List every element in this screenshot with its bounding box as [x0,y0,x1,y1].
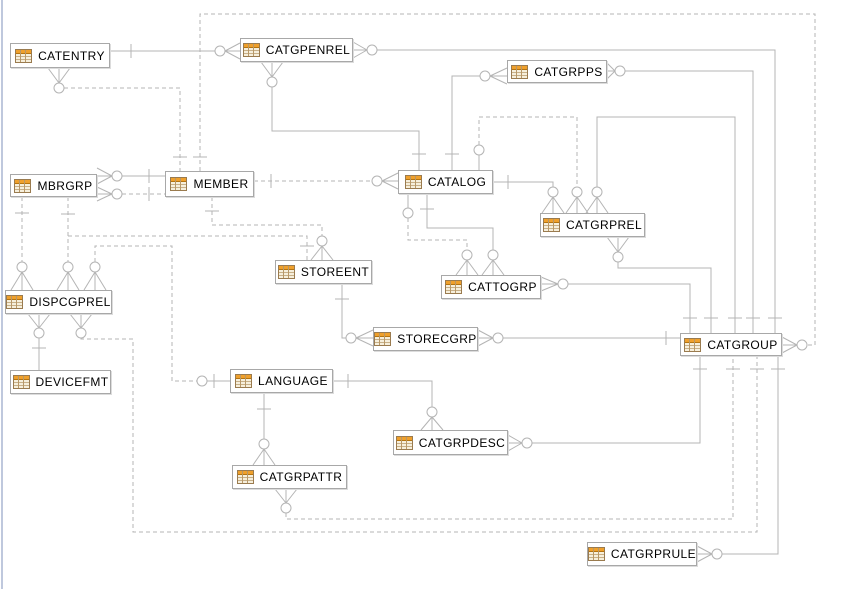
entity-label: CATGRPATTR [259,470,343,484]
rel-cattogrp-catgroup[interactable] [540,276,697,333]
entity-label: LANGUAGE [258,374,328,388]
rel-catgrpdesc-catgroup[interactable] [507,356,707,452]
entity-label: CATENTRY [38,48,105,63]
entity-language[interactable]: LANGUAGE [230,369,333,393]
rel-storeent-storecgrp[interactable] [335,284,374,347]
table-icon [242,43,260,57]
rel-dispcgprel-language[interactable] [83,245,230,388]
table-icon [511,64,529,79]
rel-catgrprule-catgroup[interactable] [696,356,785,563]
entity-mbrgrp[interactable]: MBRGRP [10,174,97,197]
entity-catgrpattr[interactable]: CATGRPATTR [232,465,347,489]
rel-catalog-catgrprel-2[interactable] [473,116,589,214]
entity-label: CATGRPPS [534,64,603,79]
rel-catgpenrel-catalog[interactable] [260,61,426,170]
table-icon [14,178,32,193]
rel-member-storeent[interactable] [205,197,334,261]
rel-language-catgrpattr[interactable] [252,393,276,466]
table-icon [588,547,605,561]
table-icon [170,177,188,191]
table-icon [15,48,33,63]
entity-label: CATGRPRULE [610,547,696,561]
entity-catalog[interactable]: CATALOG [398,170,493,194]
rel-catgrpattr-catgroup[interactable] [274,356,740,520]
table-icon [12,375,30,389]
entity-label: CATGROUP [707,337,778,352]
table-icon [6,295,24,309]
entity-catgroup[interactable]: CATGROUP [680,333,782,356]
rel-catgrprel-catgroup-2[interactable] [606,236,718,333]
rel-catalog-catgrpps[interactable] [445,67,508,170]
rel-catalog-cattogrp-1[interactable] [402,194,479,276]
rel-catalog-cattogrp-2[interactable] [420,194,505,276]
rel-member-catalog[interactable] [254,172,399,190]
table-icon [374,332,392,346]
entity-catgrprule[interactable]: CATGRPRULE [587,542,697,566]
entity-storecgrp[interactable]: STORECGRP [373,327,478,351]
rel-mbrgrp-member-1[interactable] [96,167,165,185]
rel-catentry-member[interactable] [47,67,187,171]
rel-dispcgprel-catgroup[interactable] [69,313,764,533]
table-icon [277,265,295,279]
entity-member[interactable]: MEMBER [165,171,254,197]
rel-catgrprel-catgroup-1[interactable] [585,116,742,333]
rel-mbrgrp-dispcgprel-1[interactable] [10,197,34,291]
rel-catalog-catgrprel-1[interactable] [493,175,565,214]
window-edge [1,0,3,589]
entity-devicefmt[interactable]: DEVICEFMT [10,370,111,394]
table-icon [404,175,422,189]
table-icon [395,435,413,450]
entity-cattogrp[interactable]: CATTOGRP [441,275,541,299]
entity-label: MBRGRP [37,178,93,193]
entity-label: DISPCGPREL [29,295,111,309]
entity-dispcgprel[interactable]: DISPCGPREL [5,290,112,314]
entity-label: DEVICEFMT [35,375,109,389]
entity-label: STOREENT [300,265,370,279]
entity-catgpenrel[interactable]: CATGPENREL [240,38,353,62]
rel-catgrpps-catgroup[interactable] [606,62,760,333]
table-icon [684,337,702,352]
rel-catgpenrel-catgroup[interactable] [352,41,782,333]
rel-language-catgrpdesc[interactable] [333,374,444,431]
table-icon [235,374,253,388]
entity-label: CATGRPDESC [418,435,506,450]
entity-label: CATTOGRP [468,280,537,294]
entity-label: CATGRPREL [565,218,643,232]
entity-catgrpdesc[interactable]: CATGRPDESC [393,430,508,455]
entity-label: CATALOG [427,175,487,189]
rel-dispcgprel-devicefmt[interactable] [27,313,51,370]
entity-catentry[interactable]: CATENTRY [10,43,110,68]
rel-dispcgprel-storeent[interactable] [68,235,314,260]
table-icon [445,280,463,294]
rel-catentry-catgpenrel[interactable] [110,42,241,60]
entity-label: CATGPENREL [265,43,351,57]
entity-label: MEMBER [193,177,249,191]
entity-storeent[interactable]: STOREENT [275,260,372,284]
entity-label: STORECGRP [397,332,477,346]
entity-catgrprel[interactable]: CATGRPREL [540,213,645,237]
table-icon [542,218,560,232]
rel-storecgrp-catgroup[interactable] [477,329,680,347]
rel-mbrgrp-member-2[interactable] [96,186,165,202]
rel-mbrgrp-dispcgprel-2[interactable] [56,197,80,291]
rel-member-catgroup[interactable] [193,13,816,354]
entity-catgrpps[interactable]: CATGRPPS [507,60,607,83]
table-icon [236,470,254,484]
